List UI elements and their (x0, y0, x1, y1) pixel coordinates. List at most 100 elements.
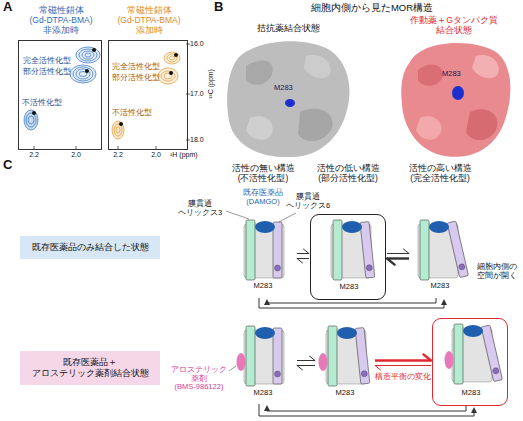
condition-box: 既存医薬品＋ アロステリック薬剤結合状態 (20, 351, 160, 385)
nmr-contours-blue (24, 47, 100, 130)
contour (85, 53, 91, 57)
receptor-body (244, 220, 284, 280)
receptor-body (244, 326, 284, 386)
tick (186, 140, 190, 141)
arrow-head (264, 405, 270, 411)
helix6 (447, 221, 468, 278)
contour (158, 68, 178, 84)
m283-site (285, 99, 295, 107)
contour (167, 54, 177, 62)
surface-shape (401, 43, 510, 157)
drug (342, 221, 362, 233)
equilibrium-arrow (297, 356, 315, 370)
node-text: 不活性化型 (22, 99, 62, 108)
arrow-head (304, 249, 310, 253)
axis-tick-label: 16.0 (190, 40, 204, 48)
surface-shade (466, 109, 497, 140)
drug (429, 221, 449, 233)
node-text: M283 (230, 389, 296, 398)
node-text: 作動薬＋Gタンパク質 結合状態 (388, 16, 520, 36)
arrow-head (310, 356, 316, 360)
arrow-head (264, 299, 270, 305)
axis-title: ¹³C (ppm) (207, 59, 215, 109)
node-text: 常磁性錯体 (Gd-DTPA-BMA) 添加時 (99, 6, 199, 35)
contour (79, 49, 97, 61)
allosteric-drug (445, 351, 454, 369)
axis-tick-label: 17.0 (190, 90, 204, 98)
panel-title: 細胞内側から見たMOR構造 (262, 3, 482, 14)
node-text: 拮抗薬結合状態 (222, 24, 354, 34)
node-text: 完全活性化型 (23, 57, 71, 66)
panel-letter: B (214, 0, 223, 15)
box-text: 既存医薬品＋ アロステリック薬剤結合状態 (24, 357, 156, 379)
edge-label: 構造平衡の変化 (374, 372, 432, 381)
arrow-head (471, 407, 477, 413)
contour (70, 65, 96, 83)
drug (255, 327, 275, 339)
node-text: M283 (410, 282, 470, 291)
antagonist-surface (227, 41, 349, 157)
arrow-head (423, 354, 431, 360)
axis-tick-label: 2.0 (66, 151, 86, 159)
peak-dot (169, 71, 173, 75)
peak-dot (174, 53, 178, 57)
contour (161, 71, 175, 81)
contour (73, 67, 93, 81)
leader-line (229, 366, 236, 371)
helix6 (481, 325, 502, 382)
contour (26, 113, 36, 127)
leader-lines (226, 211, 296, 371)
arrow-head (375, 366, 381, 370)
arrow-head (297, 259, 303, 263)
axis-tick-label: 2.0 (146, 151, 166, 159)
receptor-state: M283 (230, 322, 296, 404)
protein-view: 拮抗薬結合状態 M283 (222, 22, 354, 160)
node-text: M283 (311, 283, 387, 292)
column-header: 活性の無い構造 (不活性化型) (218, 164, 308, 184)
receptor-state: M283 (230, 214, 296, 298)
leader-line (279, 213, 296, 222)
contour (28, 116, 34, 124)
axis-title: ¹H (ppm) (170, 151, 198, 159)
drug (337, 327, 357, 339)
equilibrium-arrow (375, 354, 431, 369)
helix6 (360, 222, 375, 279)
axis-tick-label: 18.0 (190, 136, 204, 144)
note-label: 細胞内側の 空間が開く (474, 262, 520, 280)
contour (112, 121, 124, 139)
surface-shade (246, 116, 273, 140)
node-text: 部分活性化型 (112, 74, 160, 83)
nmr-plot: 常磁性錯体 (Gd-DTPA-BMA) 添加時完全活性化型部分活性化型不活性化型 (108, 40, 188, 150)
node-text: 部分活性化型 (23, 68, 71, 77)
node-text: M283 (433, 389, 509, 398)
equilibrium-arrow (387, 249, 409, 264)
connector-line (267, 406, 466, 411)
leader-line (226, 211, 249, 219)
receptor-partial (331, 220, 375, 280)
receptor-active (418, 220, 468, 280)
arrow-head (441, 299, 447, 305)
connector-line (387, 257, 409, 259)
connector-line (297, 253, 309, 254)
part-label: 膜貫通 ヘリックス6 (284, 193, 332, 210)
panel-letter: C (3, 158, 12, 173)
equilibrium-arrow (297, 249, 309, 263)
receptor-partial-allo (319, 326, 370, 386)
node-text: M283 (274, 84, 293, 93)
surface-shade (418, 64, 443, 85)
receptor-inactive (244, 220, 284, 280)
surface-shade (416, 116, 441, 140)
connector-line (297, 360, 315, 361)
column-header: 活性の高い構造 (完全活性化型) (395, 164, 485, 184)
node-text: 完全活性化型 (112, 63, 160, 72)
contour (116, 127, 120, 133)
surface-shade (304, 55, 331, 78)
helix6 (273, 328, 282, 384)
peak-dot (119, 122, 123, 126)
connector-line (297, 258, 309, 259)
column-header: 活性の低い構造 (部分活性化型) (303, 164, 393, 184)
nmr-contours-orange (112, 52, 180, 139)
protein-view: 作動薬＋Gタンパク質 結合状態M283 (388, 16, 520, 160)
connector-line (387, 253, 409, 254)
helix6 (355, 328, 370, 385)
